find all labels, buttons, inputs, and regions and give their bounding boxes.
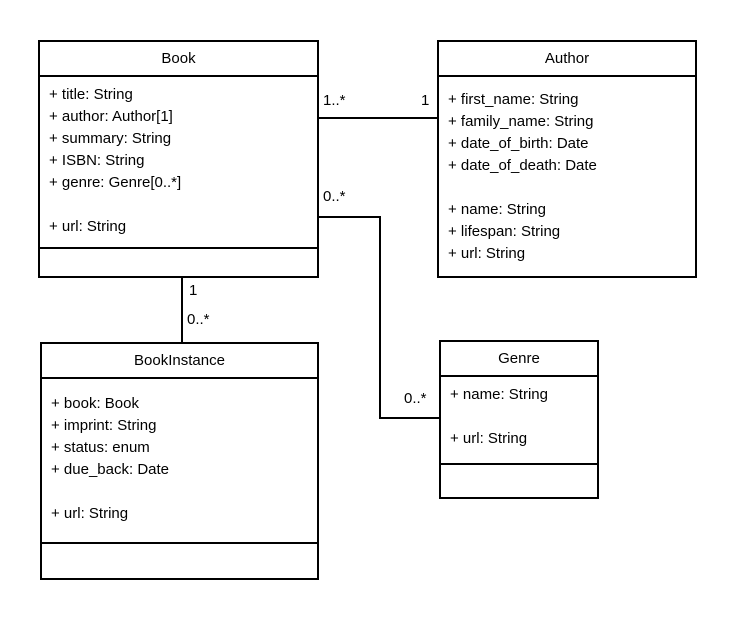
multiplicity-label-book-bookinstance-source: 1 (189, 282, 198, 299)
attributes-compartment-bookinstance: + book: Book + imprint: String + status:… (42, 379, 317, 542)
attribute-row: + family_name: String (448, 113, 594, 130)
class-box-book: Book + title: String + author: Author[1]… (38, 40, 319, 278)
attribute-row: + url: String (448, 245, 526, 262)
attribute-row: + name: String (450, 386, 548, 403)
class-title-book: Book (40, 42, 317, 77)
attribute-row: + book: Book (51, 395, 139, 412)
multiplicity-label-book-genre-source: 0..* (323, 188, 346, 205)
class-title-bookinstance: BookInstance (42, 344, 317, 379)
attribute-row: + name: String (448, 201, 546, 218)
attribute-row: + genre: Genre[0..*] (49, 174, 182, 191)
class-title-genre: Genre (441, 342, 597, 377)
association-book-bookinstance-line (181, 278, 183, 342)
methods-compartment-genre (441, 463, 597, 497)
attribute-row: + status: enum (51, 439, 150, 456)
attribute-row: + summary: String (49, 130, 172, 147)
attribute-row: + url: String (450, 430, 528, 447)
class-box-author: Author + first_name: String + family_nam… (437, 40, 697, 278)
attribute-row: + imprint: String (51, 417, 157, 434)
multiplicity-label-book-genre-target: 0..* (404, 390, 427, 407)
attribute-row: + due_back: Date (51, 461, 170, 478)
attribute-row-spacer (450, 406, 591, 428)
attribute-row: + date_of_death: Date (448, 157, 597, 174)
multiplicity-label-book-bookinstance-target: 0..* (187, 311, 210, 328)
multiplicity-label-book-author-source: 1..* (323, 92, 346, 109)
attribute-row-spacer (448, 177, 689, 199)
association-book-genre-segment-2 (379, 216, 381, 419)
class-title-author: Author (439, 42, 695, 77)
attribute-row-spacer (51, 481, 311, 503)
attribute-row: + url: String (51, 505, 129, 522)
methods-compartment-book (40, 247, 317, 276)
association-book-author-line (319, 117, 437, 119)
association-book-genre-segment-1 (319, 216, 381, 218)
class-box-genre: Genre + name: String + url: String (439, 340, 599, 499)
multiplicity-label-book-author-target: 1 (421, 92, 430, 109)
attribute-row: + ISBN: String (49, 152, 145, 169)
attributes-compartment-author: + first_name: String + family_name: Stri… (439, 77, 695, 276)
attribute-row: + url: String (49, 218, 127, 235)
attributes-compartment-genre: + name: String + url: String (441, 377, 597, 463)
attribute-row: + author: Author[1] (49, 108, 173, 125)
attribute-row: + lifespan: String (448, 223, 561, 240)
class-box-bookinstance: BookInstance + book: Book + imprint: Str… (40, 342, 319, 580)
association-book-genre-segment-3 (379, 417, 439, 419)
attribute-row-spacer (49, 194, 311, 216)
attribute-row: + title: String (49, 86, 133, 103)
methods-compartment-bookinstance (42, 542, 317, 578)
attribute-row: + first_name: String (448, 91, 579, 108)
attribute-row: + date_of_birth: Date (448, 135, 589, 152)
attributes-compartment-book: + title: String + author: Author[1] + su… (40, 77, 317, 247)
